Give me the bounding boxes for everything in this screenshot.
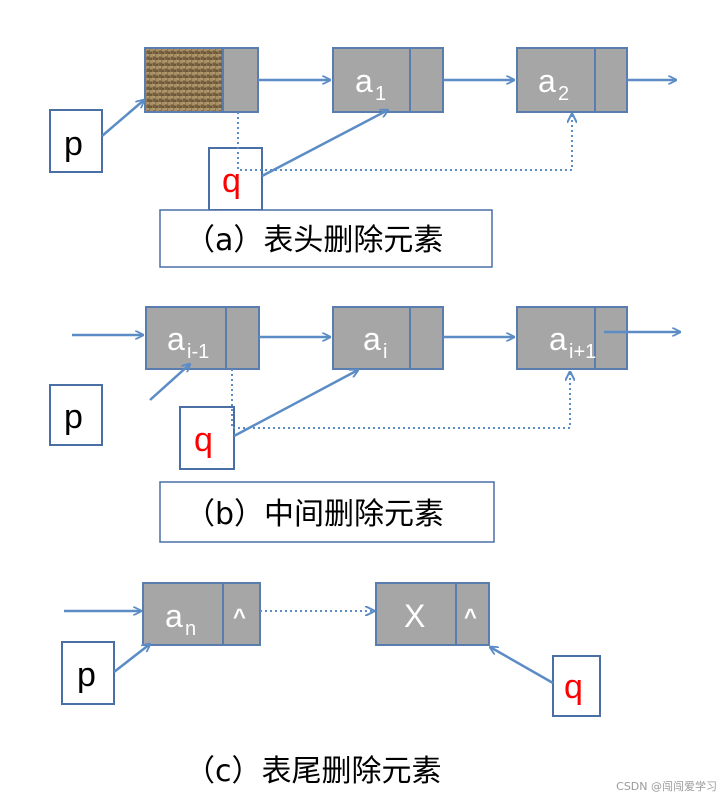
caption-a-box (159, 209, 493, 268)
node-ai+1-sub: i+1 (569, 341, 596, 363)
node-ai+1-data (516, 306, 596, 370)
pointer-p-box (49, 109, 103, 173)
q-to-ai-arrow (233, 370, 358, 438)
node-ai-1-pointer (225, 306, 260, 370)
node-a2-pointer (594, 47, 628, 113)
pointer-p-label: p (64, 125, 83, 163)
pointer-q-box (208, 147, 263, 211)
pointer-q-label: q (564, 668, 583, 706)
q-to-a1-arrow (261, 110, 388, 178)
pointer-p-box (61, 641, 115, 705)
node-ai-1-data (145, 306, 227, 370)
head-node-data (144, 47, 224, 113)
pointer-q-box (179, 406, 235, 470)
node-a1-data (332, 47, 411, 113)
q-to-x-arrow (490, 647, 554, 685)
node-ai-sub: i (383, 341, 387, 363)
node-ai+1-pointer (594, 306, 628, 370)
node-x-label: X (404, 598, 425, 634)
node-ai-pointer (409, 306, 444, 370)
p-to-ai-1-arrow (149, 364, 190, 401)
node-a1-pointer (409, 47, 444, 113)
node-ai-1-base: a (167, 321, 185, 357)
node-ai-data (332, 306, 411, 370)
node-an-null: ^ (233, 604, 246, 629)
pointer-p-box (49, 384, 103, 446)
node-a1-sub: 1 (375, 83, 386, 105)
panel-b: a i-1 a i a i+1 p q （b）中间删除元素 (49, 306, 680, 543)
pointer-q-box (552, 655, 601, 717)
node-x-null: ^ (464, 604, 477, 629)
node-ai-1-sub: i-1 (187, 341, 209, 363)
watermark: CSDN @闯闯爱学习 (616, 780, 717, 793)
bypass-dotted-link (237, 112, 572, 171)
node-ai-base: a (363, 321, 381, 357)
node-a2-sub: 2 (558, 83, 569, 105)
node-a2-base: a (538, 63, 556, 99)
node-ai+1-base: a (549, 321, 567, 357)
node-an-sub: n (185, 618, 196, 640)
node-x-data (375, 582, 457, 646)
caption-a-text: （a）表头删除元素 (185, 223, 443, 258)
p-to-an-arrow (113, 644, 150, 673)
node-an-data (142, 582, 224, 646)
panel-a: a 1 a 2 p q （a）表头删除元素 (49, 47, 676, 268)
pointer-p-label: p (64, 398, 83, 436)
bypass-dotted-link (231, 369, 570, 429)
head-node-pointer (222, 47, 259, 113)
pointer-q-label: q (194, 421, 213, 459)
node-an-base: a (165, 598, 183, 634)
panel-c: a n ^ X ^ p q （c）表尾删除元素 (61, 582, 601, 789)
p-to-head-arrow (101, 100, 144, 137)
node-an-pointer (222, 582, 261, 646)
caption-c-text: （c）表尾删除元素 (185, 754, 442, 789)
node-x-pointer (455, 582, 490, 646)
caption-b-text: （b）中间删除元素 (185, 497, 444, 532)
pointer-q-label: q (222, 162, 241, 200)
pointer-p-label: p (77, 656, 96, 694)
node-a1-base: a (355, 63, 373, 99)
caption-b-box (159, 481, 495, 543)
node-a2-data (516, 47, 596, 113)
